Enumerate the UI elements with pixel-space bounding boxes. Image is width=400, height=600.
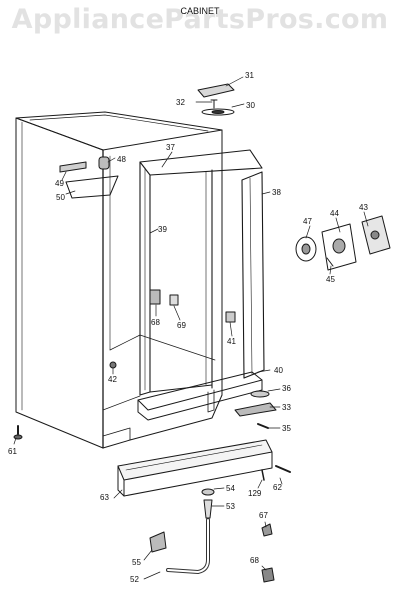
hinge-bracket-33 — [234, 402, 277, 417]
callout-30: 30 — [246, 101, 255, 110]
callout-52: 52 — [130, 575, 139, 584]
diagram-title: CABINET — [180, 6, 220, 16]
callout-40: 40 — [274, 366, 283, 375]
callout-38: 38 — [272, 188, 281, 197]
callout-39: 39 — [158, 225, 167, 234]
cabinet-body — [15, 111, 223, 449]
callout-48: 48 — [117, 155, 126, 164]
fan-blade-47 — [295, 236, 317, 262]
bottom-rail — [137, 371, 263, 421]
clip-69 — [169, 294, 179, 306]
pin-62 — [275, 465, 291, 473]
callout-63: 63 — [100, 493, 109, 502]
callout-129: 129 — [248, 489, 262, 498]
screw-35 — [257, 423, 269, 429]
washer-30 — [201, 108, 235, 116]
door-gasket-frame — [139, 149, 263, 396]
leader-lines — [13, 76, 369, 580]
leveling-leg-61 — [13, 425, 23, 440]
control-49 — [59, 161, 87, 173]
callout-35: 35 — [282, 424, 291, 433]
callout-45: 45 — [326, 275, 335, 284]
callout-36: 36 — [282, 384, 291, 393]
thermostat-knob-48 — [98, 156, 110, 170]
screw-129 — [261, 469, 265, 481]
callout-41: 41 — [227, 337, 236, 346]
callout-43: 43 — [359, 203, 368, 212]
motor-bracket-44 — [321, 223, 357, 271]
callout-33: 33 — [282, 403, 291, 412]
side-trim-strip — [241, 171, 265, 379]
callout-55: 55 — [132, 558, 141, 567]
motor-43 — [361, 215, 391, 255]
kickplate-63 — [117, 439, 273, 497]
clip-68-lower — [261, 567, 275, 583]
hinge-pin-36 — [250, 390, 270, 398]
callout-53: 53 — [226, 502, 235, 511]
handle-part-31 — [197, 83, 235, 98]
callout-42: 42 — [108, 375, 117, 384]
clip-55 — [149, 531, 167, 553]
clip-68 — [149, 289, 161, 305]
callout-31: 31 — [245, 71, 254, 80]
drain-tube-52 — [166, 518, 210, 574]
callout-32: 32 — [176, 98, 185, 107]
callout-61: 61 — [8, 447, 17, 456]
hinge-41 — [225, 311, 236, 323]
callout-49: 49 — [55, 179, 64, 188]
callout-47: 47 — [303, 217, 312, 226]
callout-68: 68 — [151, 318, 160, 327]
cap-42 — [109, 361, 117, 369]
screw-45 — [326, 257, 334, 267]
callout-62: 62 — [273, 483, 282, 492]
screw-32 — [210, 99, 218, 109]
callout-69: 69 — [177, 321, 186, 330]
drain-fitting-53 — [203, 499, 213, 519]
clip-67 — [261, 523, 273, 537]
callout-68-lower: 68 — [250, 556, 259, 565]
callout-37: 37 — [166, 143, 175, 152]
callout-44: 44 — [330, 209, 339, 218]
callout-54: 54 — [226, 484, 235, 493]
part-callouts: 31 32 30 37 48 49 50 38 47 44 43 45 39 6… — [8, 71, 368, 584]
callout-50: 50 — [56, 193, 65, 202]
watermark: AppliancePartsPros.com — [11, 4, 389, 35]
drain-cap-54 — [201, 488, 215, 496]
callout-67: 67 — [259, 511, 268, 520]
